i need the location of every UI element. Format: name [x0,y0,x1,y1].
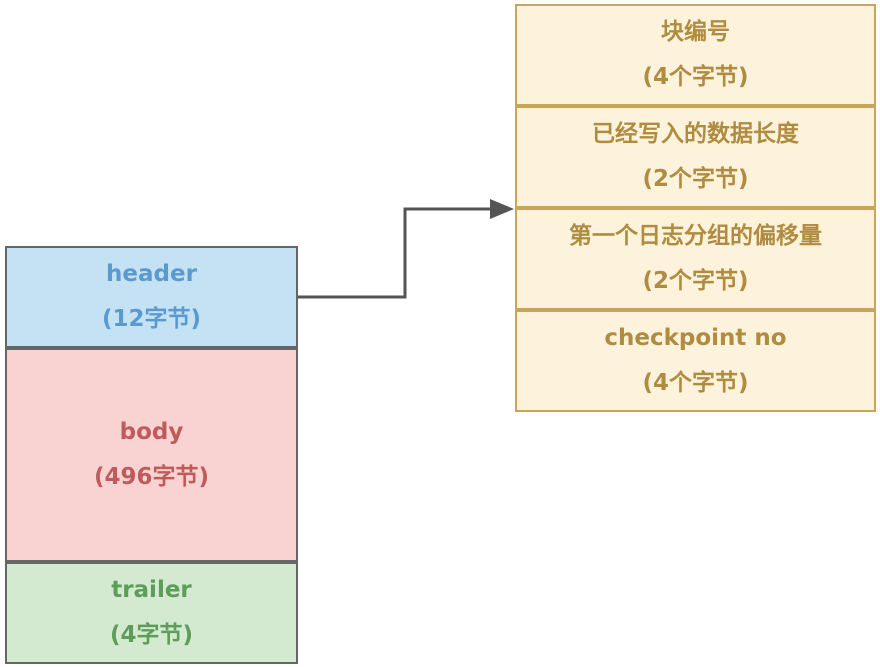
trailer-block: trailer (4字节) [5,562,298,664]
body-block: body (496字节) [5,348,298,562]
field-name: 块编号 [661,19,730,45]
field-name: 第一个日志分组的偏移量 [569,223,822,249]
body-label: body [119,419,184,445]
field-first-rec-group: 第一个日志分组的偏移量 (2个字节) [515,208,876,310]
arrow-head [490,199,514,219]
trailer-size: (4字节) [109,622,194,648]
field-checkpoint-no: checkpoint no (4个字节) [515,310,876,412]
field-name: 已经写入的数据长度 [592,121,799,147]
header-size: (12字节) [101,306,202,332]
body-size: (496字节) [93,464,210,490]
connector-line [298,207,500,299]
field-block-number: 块编号 (4个字节) [515,4,876,106]
field-data-length: 已经写入的数据长度 (2个字节) [515,106,876,208]
field-size: (4个字节) [642,64,749,90]
header-block: header (12字节) [5,246,298,348]
field-size: (4个字节) [642,370,749,396]
header-label: header [106,261,197,287]
trailer-label: trailer [111,577,192,603]
field-size: (2个字节) [642,268,749,294]
field-size: (2个字节) [642,166,749,192]
field-name: checkpoint no [604,325,787,351]
